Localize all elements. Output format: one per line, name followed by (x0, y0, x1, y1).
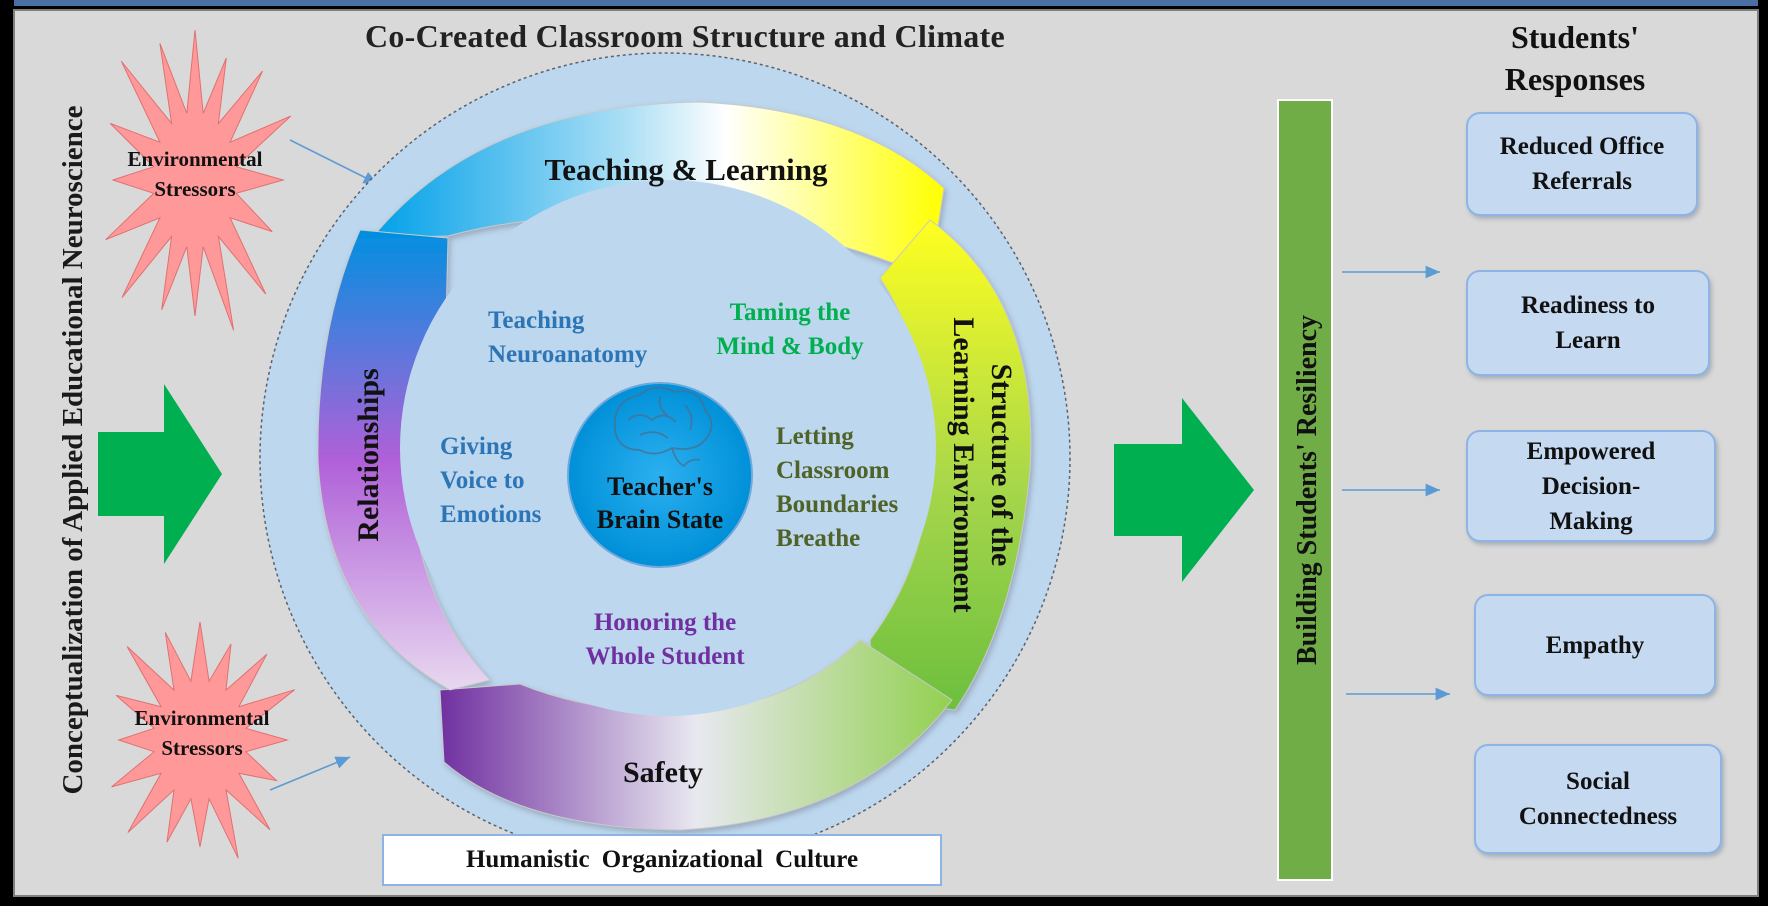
side-label: Conceptualization of Applied Educational… (57, 105, 89, 794)
inner-whole-student-line2: Whole Student (585, 643, 745, 670)
response-box-readiness: Readiness to Learn (1466, 270, 1710, 376)
response-label-readiness: Readiness to Learn (1520, 292, 1656, 354)
inner-boundaries-line2: Classroom (776, 457, 890, 484)
response-label-decision-making: Empowered Decision- Making (1526, 437, 1656, 535)
inner-boundaries-line1: Letting (776, 423, 854, 450)
inner-whole-student-line1: Honoring the (594, 609, 736, 636)
responses-title: Students' Responses (1504, 19, 1646, 97)
inner-neuroanatomy-line1: Teaching (488, 307, 585, 334)
top-border-strip (14, 0, 1758, 6)
inner-boundaries-line4: Breathe (776, 525, 860, 552)
ring-label-right-line1: Structure of the (985, 364, 1018, 567)
ring-label-bottom: Safety (623, 756, 703, 789)
inner-taming-line1: Taming the (730, 299, 851, 326)
inner-emotions-line1: Giving (440, 433, 513, 460)
inner-emotions-line3: Emotions (440, 501, 542, 528)
stressor-starburst-top: Environmental Stressors (105, 29, 292, 331)
response-box-social-connectedness: Social Connectedness (1474, 744, 1722, 854)
inner-neuroanatomy-line2: Neuroanatomy (488, 341, 648, 368)
response-label-referrals: Reduced Office Referrals (1499, 133, 1665, 195)
brain-icon (613, 386, 713, 468)
center-label-line1: Teacher's (607, 472, 713, 501)
resiliency-label: Building Students' Resiliency (1292, 315, 1323, 665)
ring-label-left: Relationships (352, 368, 385, 541)
stressor-starburst-bottom: Environmental Stressors (111, 621, 296, 859)
inner-boundaries-line3: Boundaries (776, 491, 899, 518)
stressor-arrow-top (289, 139, 379, 185)
response-label-empathy: Empathy (1545, 631, 1645, 659)
response-label-social-connectedness: Social Connectedness (1518, 768, 1678, 830)
stressor-bottom-line1: Environmental (135, 706, 270, 730)
response-box-referrals: Reduced Office Referrals (1466, 112, 1698, 216)
output-green-arrow (1114, 398, 1254, 582)
input-green-arrow (98, 384, 222, 564)
diagram-title: Co-Created Classroom Structure and Clima… (364, 18, 1006, 54)
inner-taming-line2: Mind & Body (716, 333, 864, 360)
stressor-arrow-bottom (269, 756, 351, 791)
ring-label-top: Teaching & Learning (544, 152, 828, 187)
center-label-line2: Brain State (597, 505, 723, 534)
resiliency-bar (1277, 99, 1333, 881)
center-circle (567, 382, 753, 568)
culture-box: Humanistic Organizational Culture (382, 834, 942, 886)
culture-label: Humanistic Organizational Culture (465, 846, 859, 873)
response-box-decision-making: Empowered Decision- Making (1466, 430, 1716, 542)
center-brain-state: Teacher's Brain State (567, 382, 753, 568)
stressor-bottom-line2: Stressors (161, 736, 242, 760)
response-box-empathy: Empathy (1474, 594, 1716, 696)
inner-emotions-line2: Voice to (440, 467, 524, 494)
stressor-top-line2: Stressors (154, 177, 235, 201)
stressor-top-line1: Environmental (128, 147, 263, 171)
ring-label-right-line2: Learning Environment (947, 317, 980, 612)
